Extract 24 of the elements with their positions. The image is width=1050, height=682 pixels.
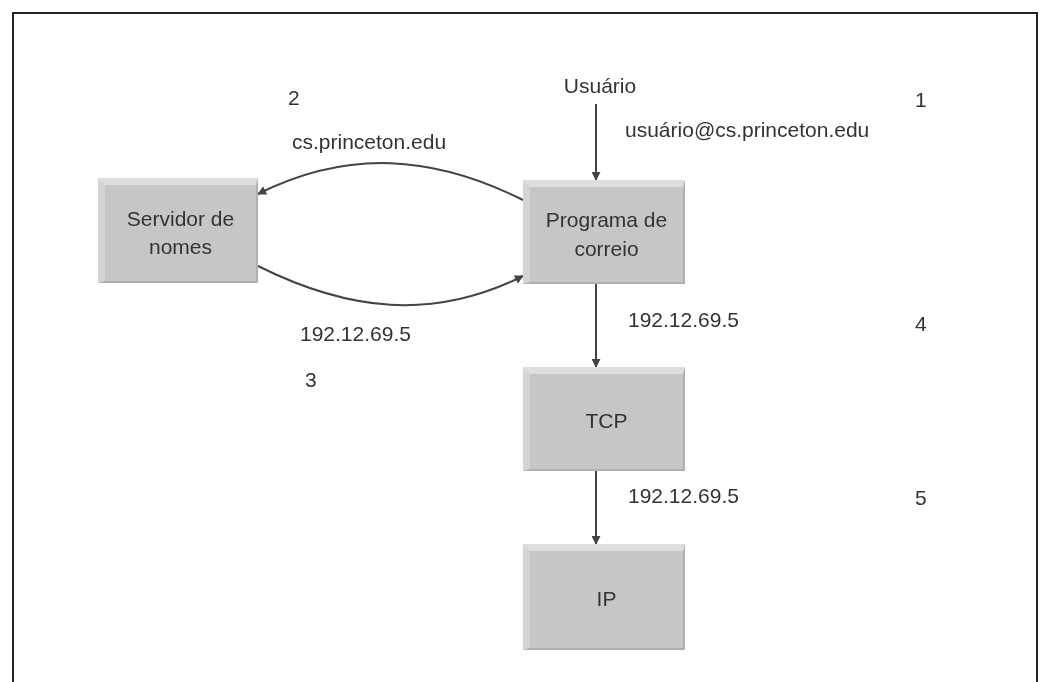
edge-label: cs.princeton.edu [292, 130, 447, 154]
step-number: 4 [915, 312, 927, 336]
arrow [257, 265, 524, 307]
process-box [523, 367, 685, 471]
step-number: 2 [288, 86, 300, 110]
edge-label: 192.12.69.5 [300, 322, 411, 346]
step-number: 1 [915, 88, 927, 112]
edge-label: 192.12.69.5 [628, 308, 739, 332]
edge-label: usuário@cs.princeton.edu [625, 118, 870, 142]
arrow [257, 162, 524, 201]
step-number: 5 [915, 486, 927, 510]
node-text: TCP [585, 408, 628, 435]
arrow [591, 103, 601, 181]
arrow [591, 283, 601, 368]
step-number: 3 [305, 368, 317, 392]
node-label: Usuário [540, 68, 660, 104]
process-box [523, 180, 685, 284]
edge-label: 192.12.69.5 [628, 484, 739, 508]
process-box [98, 178, 258, 283]
process-box [523, 544, 685, 650]
node-text: Servidor de nomes [125, 205, 236, 260]
node-text: IP [596, 586, 617, 613]
arrow [591, 470, 601, 545]
node-text: Programa de correio [544, 207, 669, 262]
